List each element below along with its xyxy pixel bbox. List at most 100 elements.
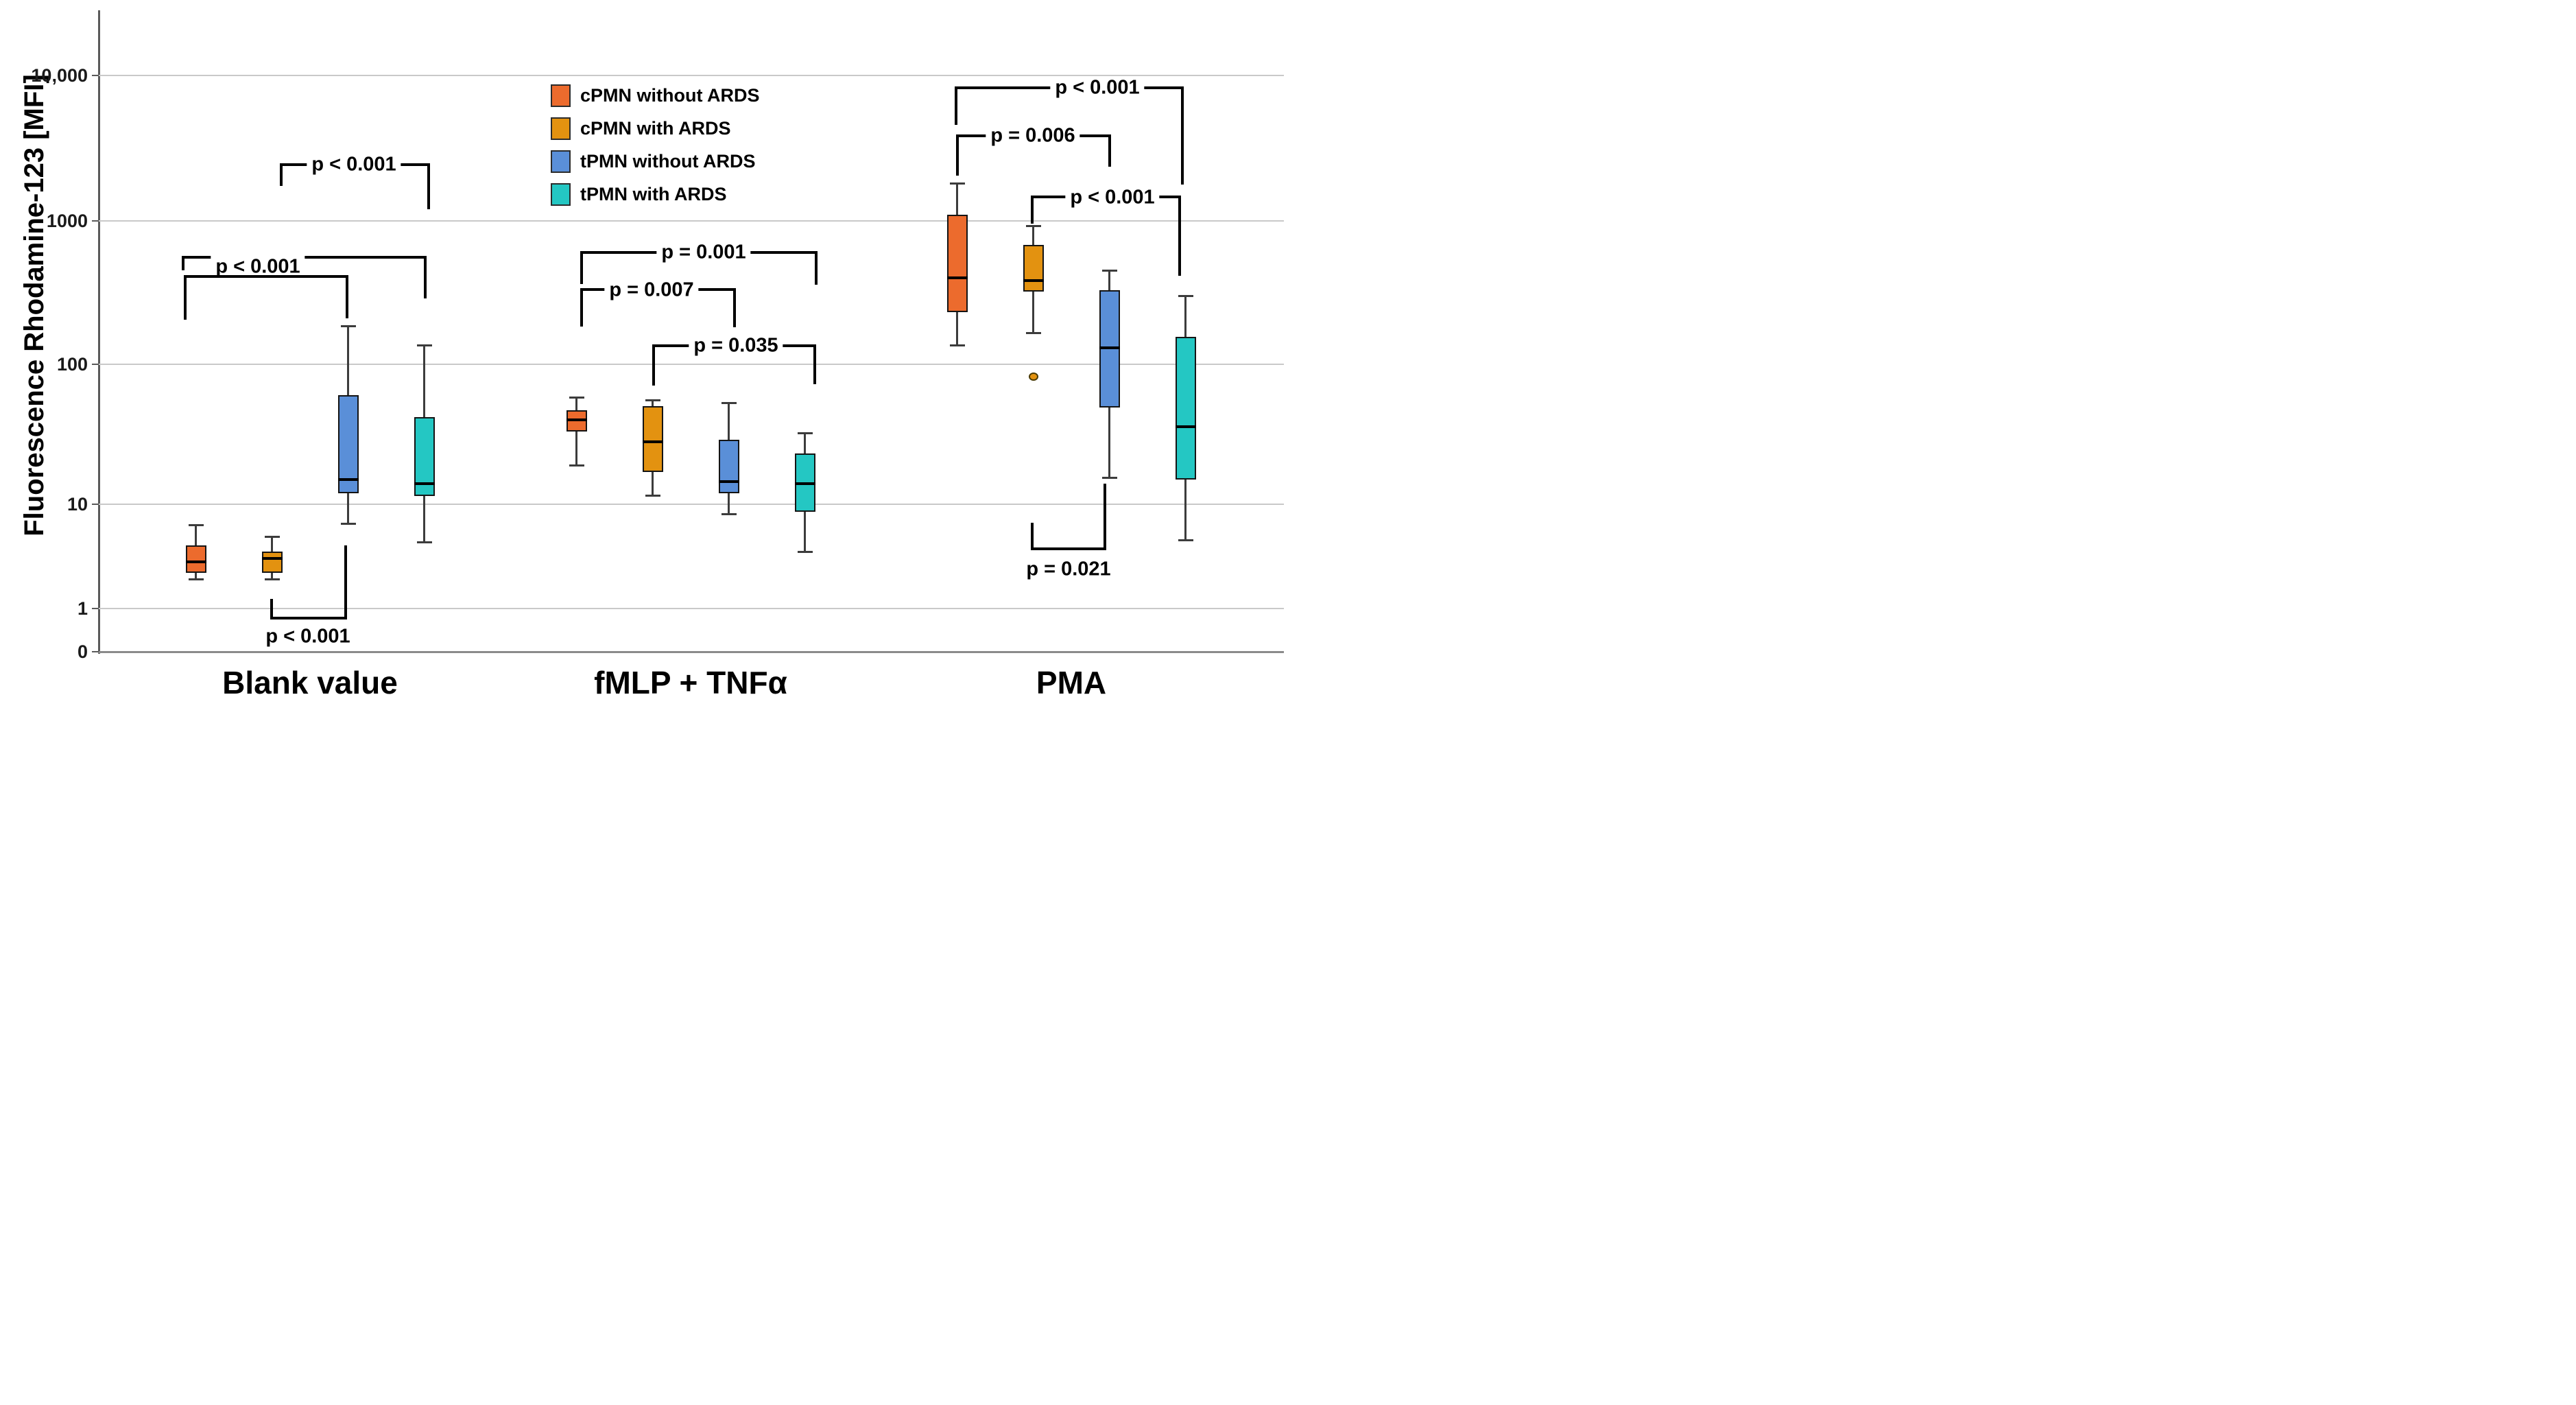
- box-cpmn-with-ards-fmlp-tnf: [642, 406, 663, 472]
- legend-item-tpmn-with-ards: tPMN with ARDS: [551, 182, 726, 206]
- whisker-cap-lower-cpmn-without-ards-blank-value: [188, 578, 204, 581]
- median-cpmn-with-ards-blank-value: [261, 557, 283, 560]
- whisker-cap-lower-cpmn-with-ards-pma: [1025, 332, 1041, 335]
- significance-bracket-segment-5: [580, 287, 584, 327]
- p-value-label-3: p < 0.001: [265, 625, 350, 648]
- significance-bracket-segment-1: [181, 255, 185, 271]
- whisker-cap-upper-tpmn-without-ards-fmlp-tnf: [721, 401, 737, 404]
- boxplot-figure: Fluorescence Rhodamine-123 [MFI] 10,000 1…: [0, 0, 1288, 702]
- significance-bracket-segment-8: [955, 134, 959, 176]
- whisker-cap-lower-cpmn-with-ards-fmlp-tnf: [645, 495, 660, 497]
- p-value-label-1: p < 0.001: [211, 255, 305, 279]
- legend-swatch-tpmn-with-ards: [551, 182, 571, 206]
- median-tpmn-with-ards-pma: [1175, 425, 1196, 428]
- whisker-cap-upper-cpmn-with-ards-pma: [1025, 225, 1041, 228]
- legend-label-tpmn-without-ards: tPMN without ARDS: [580, 150, 756, 172]
- significance-bracket-segment-7: [1180, 86, 1184, 185]
- median-tpmn-without-ards-blank-value: [337, 478, 359, 482]
- p-value-label-7: p < 0.001: [1050, 76, 1145, 99]
- median-cpmn-with-ards-fmlp-tnf: [642, 440, 663, 443]
- median-tpmn-with-ards-fmlp-tnf: [794, 482, 815, 486]
- significance-bracket-segment-5: [732, 287, 737, 328]
- legend-label-cpmn-with-ards: cPMN with ARDS: [580, 117, 731, 139]
- whisker-cap-upper-tpmn-with-ards-blank-value: [416, 344, 432, 347]
- whisker-cap-lower-cpmn-without-ards-fmlp-tnf: [569, 464, 584, 467]
- whisker-cap-upper-cpmn-without-ards-blank-value: [188, 524, 204, 526]
- p-value-label-9: p < 0.001: [1065, 186, 1160, 209]
- significance-bracket-segment-0: [427, 163, 431, 210]
- whisker-cap-upper-cpmn-without-ards-fmlp-tnf: [569, 396, 584, 399]
- x-axis-label-blank-value: Blank value: [222, 665, 398, 700]
- gridline-10: [98, 504, 1284, 505]
- whisker-cap-lower-tpmn-with-ards-blank-value: [416, 541, 432, 544]
- whisker-cap-upper-tpmn-with-ards-fmlp-tnf: [797, 432, 813, 435]
- gridline-1000: [98, 220, 1284, 222]
- whisker-cap-upper-cpmn-with-ards-blank-value: [264, 535, 280, 538]
- legend-item-cpmn-with-ards: cPMN with ARDS: [551, 116, 731, 141]
- tick-mark-0: [92, 651, 99, 652]
- significance-bracket-segment-0: [279, 163, 283, 187]
- significance-bracket-segment-10: [1103, 483, 1107, 551]
- box-cpmn-without-ards-pma: [946, 215, 968, 313]
- box-tpmn-without-ards-fmlp-tnf: [718, 439, 739, 493]
- median-cpmn-without-ards-pma: [946, 276, 968, 280]
- outlier-cpmn-with-ards-pma: [1028, 372, 1038, 381]
- significance-bracket-segment-1: [423, 255, 427, 299]
- tick-mark-10: [92, 504, 99, 505]
- significance-bracket-segment-9: [1030, 195, 1034, 224]
- p-value-label-10: p = 0.021: [1026, 558, 1111, 580]
- median-cpmn-without-ards-fmlp-tnf: [566, 418, 587, 422]
- tick-label-100: 100: [56, 354, 88, 375]
- p-value-label-6: p = 0.035: [689, 334, 783, 357]
- tick-mark-100: [92, 364, 99, 365]
- box-cpmn-without-ards-blank-value: [185, 545, 206, 573]
- tick-label-1000: 1000: [46, 211, 88, 231]
- legend-item-cpmn-without-ards: cPMN without ARDS: [551, 83, 759, 108]
- tick-label-1: 1: [77, 598, 88, 619]
- significance-bracket-segment-7: [954, 86, 958, 126]
- whisker-cap-lower-tpmn-without-ards-fmlp-tnf: [721, 513, 737, 516]
- box-tpmn-with-ards-pma: [1175, 337, 1196, 480]
- significance-bracket-segment-2: [345, 274, 349, 319]
- whisker-cap-lower-tpmn-without-ards-blank-value: [340, 522, 356, 525]
- whisker-cap-upper-tpmn-without-ards-blank-value: [340, 324, 356, 327]
- legend-swatch-tpmn-without-ards: [551, 150, 571, 173]
- whisker-cap-lower-tpmn-without-ards-pma: [1101, 476, 1117, 479]
- tick-label-10-000: 10,000: [31, 65, 88, 86]
- significance-bracket-segment-4: [814, 250, 818, 285]
- whisker-cap-upper-tpmn-with-ards-pma: [1178, 294, 1193, 297]
- whisker-cap-upper-tpmn-without-ards-pma: [1101, 269, 1117, 272]
- whisker-cap-upper-cpmn-without-ards-pma: [949, 182, 965, 185]
- significance-bracket-segment-4: [580, 250, 584, 285]
- p-value-label-4: p = 0.001: [656, 241, 751, 264]
- y-axis-title: Fluorescence Rhodamine-123 [MFI]: [19, 74, 49, 536]
- box-tpmn-without-ards-blank-value: [337, 395, 359, 493]
- legend-label-cpmn-without-ards: cPMN without ARDS: [580, 84, 760, 106]
- gridline-100: [98, 364, 1284, 365]
- gridline-1: [98, 608, 1284, 609]
- significance-bracket-segment-6: [813, 344, 817, 385]
- box-cpmn-with-ards-blank-value: [261, 552, 283, 573]
- whisker-cap-lower-cpmn-without-ards-pma: [949, 344, 965, 347]
- x-axis-label-pma: PMA: [1036, 665, 1107, 700]
- significance-bracket-segment-8: [1108, 134, 1112, 167]
- gridline-10-000: [98, 75, 1284, 76]
- significance-bracket-segment-9: [1178, 195, 1182, 276]
- median-cpmn-with-ards-pma: [1023, 279, 1044, 282]
- tick-mark-1000: [92, 220, 99, 222]
- median-tpmn-with-ards-blank-value: [414, 482, 435, 486]
- legend-label-tpmn-with-ards: tPMN with ARDS: [580, 183, 727, 204]
- significance-bracket-segment-2: [183, 274, 349, 279]
- p-value-label-0: p < 0.001: [307, 153, 401, 176]
- significance-bracket-segment-10: [1030, 547, 1107, 551]
- tick-mark-1: [92, 608, 99, 609]
- significance-bracket-segment-10: [1030, 522, 1034, 551]
- median-tpmn-without-ards-pma: [1099, 346, 1120, 350]
- tick-label-10: 10: [67, 494, 88, 515]
- y-axis-line: [98, 10, 100, 654]
- significance-bracket-segment-3: [270, 616, 348, 620]
- significance-bracket-segment-3: [270, 598, 274, 620]
- whisker-cap-lower-cpmn-with-ards-blank-value: [264, 578, 280, 581]
- tick-mark-10-000: [92, 75, 99, 76]
- legend-swatch-cpmn-with-ards: [551, 117, 571, 140]
